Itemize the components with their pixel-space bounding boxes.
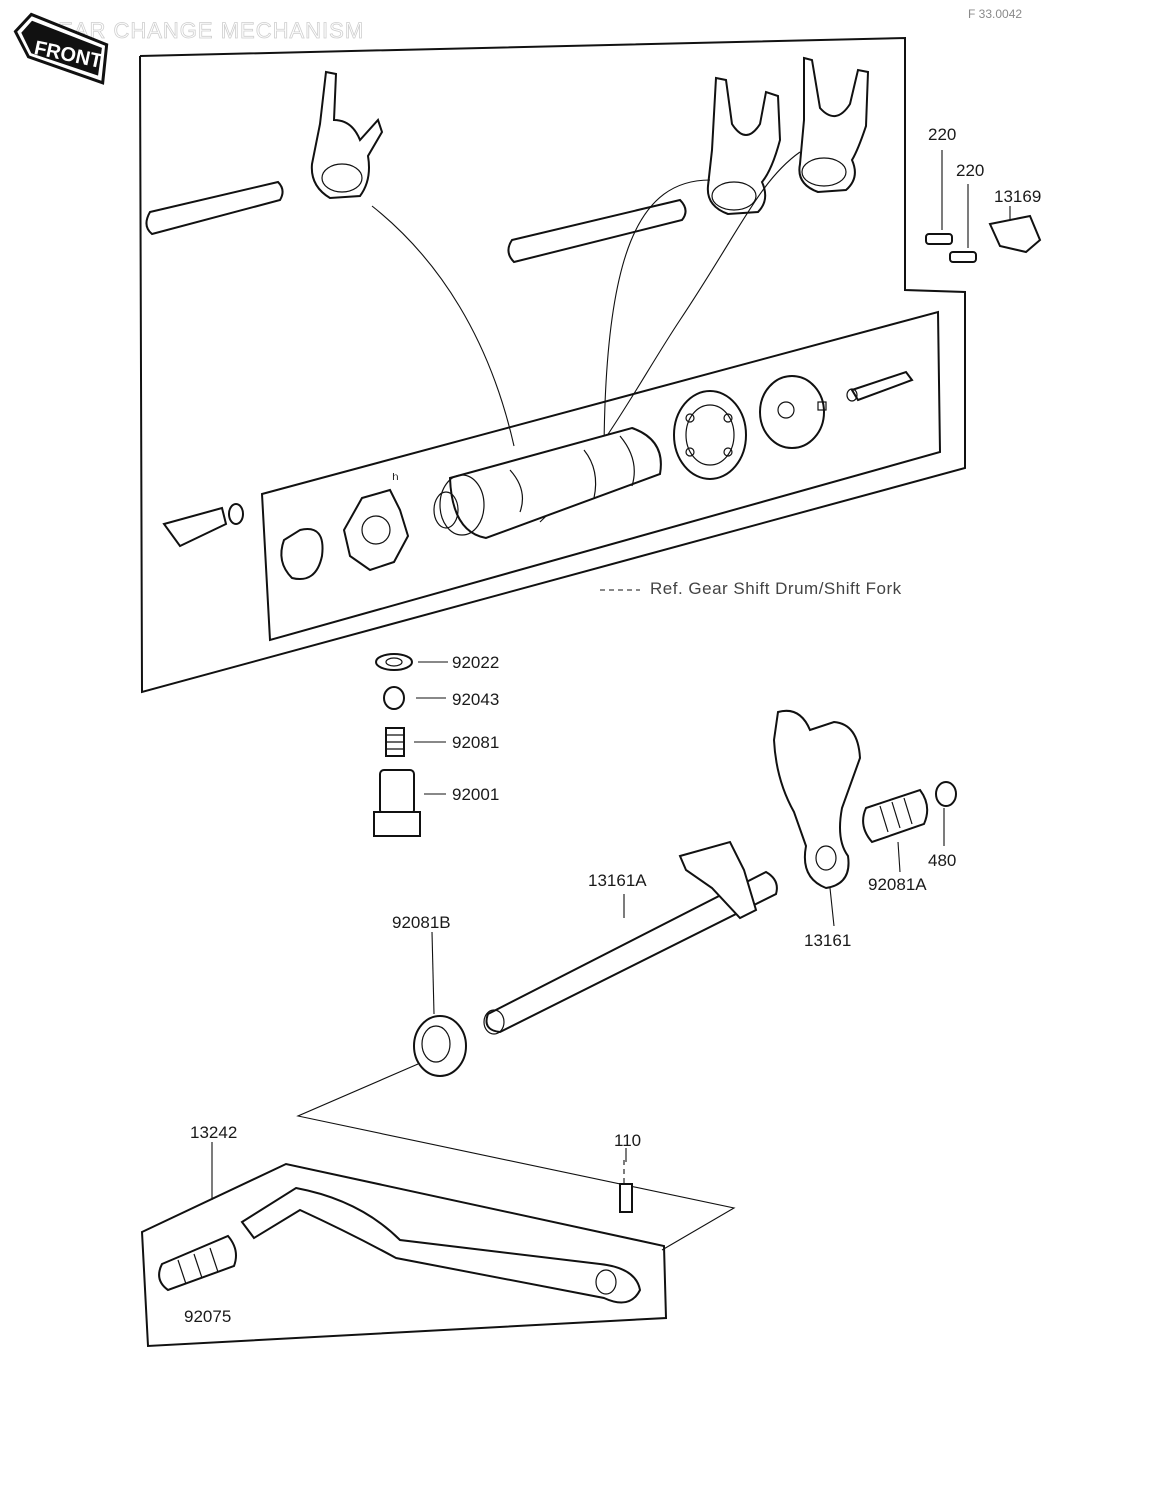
label-92043: 92043 [452, 690, 499, 709]
plug-92001 [373, 769, 446, 837]
label-92081b: 92081B [392, 913, 451, 932]
diagram-code: F 33.0042 [968, 7, 1022, 21]
bracket-13169 [988, 206, 1042, 254]
oil-seal-92081b [413, 931, 467, 1077]
drum-bearing [673, 390, 747, 480]
neutral-switch [162, 503, 244, 548]
pedal-rubber-92075 [158, 1234, 237, 1292]
gear-shift-drum [433, 426, 662, 540]
spring-92081a [862, 788, 929, 873]
pedal-frame [140, 1162, 668, 1348]
shift-rod-right [507, 198, 687, 264]
label-92001: 92001 [452, 785, 499, 804]
label-480: 480 [928, 851, 956, 870]
bolt-220-b [949, 184, 977, 263]
label-13161: 13161 [804, 931, 851, 950]
pedal-guide-line-1 [296, 1063, 736, 1251]
ball-92043 [383, 686, 446, 710]
label-13161a: 13161A [588, 871, 647, 890]
label-220-a: 220 [928, 125, 956, 144]
plate-pin-marker: ₕ [392, 465, 399, 484]
drum-positioning-plate: ₕ [342, 465, 410, 572]
pin-480 [935, 781, 957, 846]
shift-shaft-13161a [483, 840, 778, 1035]
shift-pedal-13242 [211, 1142, 642, 1304]
fork-guide-line-2 [539, 179, 711, 523]
label-220-b: 220 [956, 161, 984, 180]
label-92081: 92081 [452, 733, 499, 752]
drum-stud-bolt [846, 370, 914, 402]
drum-panel [260, 310, 942, 642]
shift-rod-left [145, 180, 284, 236]
drum-cam-plate [759, 375, 827, 449]
bolt-110 [619, 1148, 633, 1213]
shift-arm-13161 [772, 709, 862, 927]
label-110: 110 [614, 1131, 641, 1150]
shift-fork-left [310, 70, 384, 200]
shift-fork-right [798, 56, 870, 194]
label-92081a: 92081A [868, 875, 927, 894]
shift-fork-middle [706, 76, 782, 216]
label-13169: 13169 [994, 187, 1041, 206]
fork-guide-line-1 [371, 205, 515, 447]
label-92022: 92022 [452, 653, 499, 672]
reference-note: Ref. Gear Shift Drum/Shift Fork [650, 579, 902, 598]
front-arrow-icon: FRONT [13, 12, 109, 85]
washer-92022 [375, 653, 448, 671]
bolt-220-a [925, 150, 953, 245]
spring-92081 [385, 727, 446, 757]
case-outline [139, 36, 966, 694]
label-13242: 13242 [190, 1123, 237, 1142]
label-92075: 92075 [184, 1307, 231, 1326]
circlip [280, 528, 324, 580]
